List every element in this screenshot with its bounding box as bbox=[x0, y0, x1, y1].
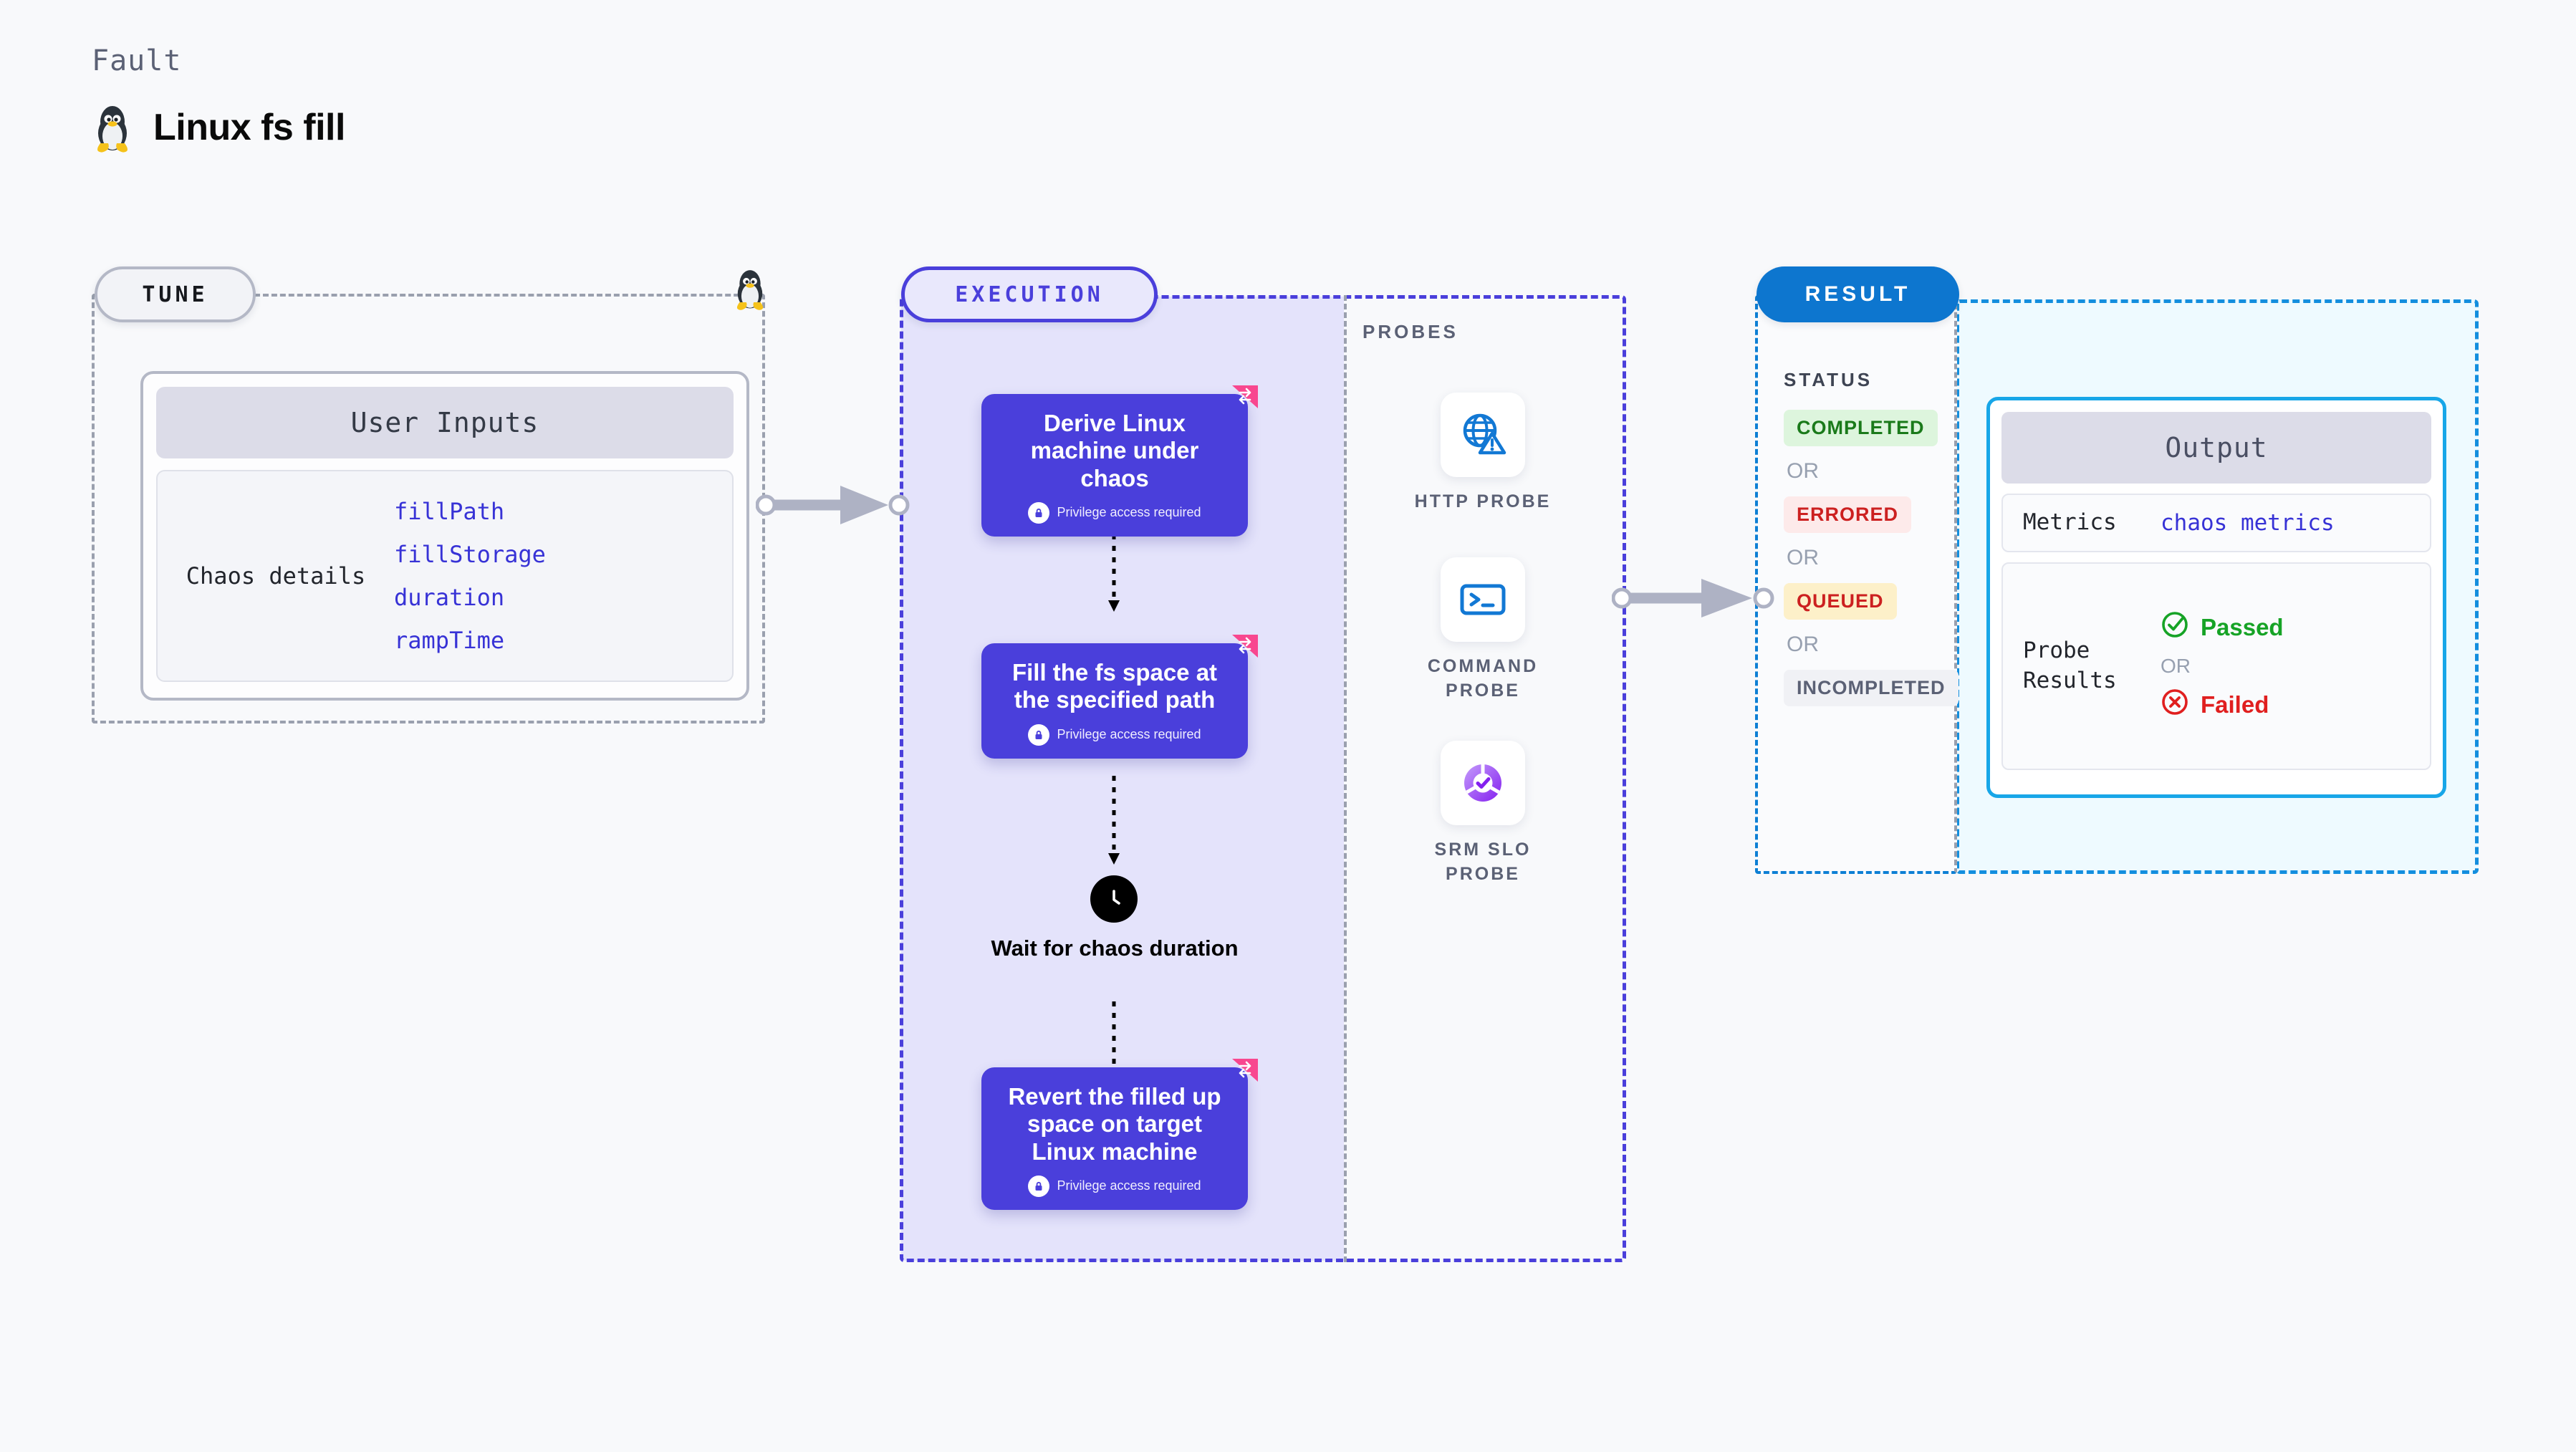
clock-icon bbox=[1090, 875, 1138, 923]
chaos-param-fillpath[interactable]: fillPath bbox=[394, 498, 505, 525]
status-or-label: OR bbox=[1787, 459, 1819, 483]
connector-tune-to-execution bbox=[756, 486, 910, 524]
output-metrics-value[interactable]: chaos metrics bbox=[2161, 509, 2335, 536]
harness-ribbon-icon bbox=[1231, 381, 1259, 413]
x-circle-icon bbox=[2161, 688, 2189, 722]
probe-result-or-label: OR bbox=[2161, 654, 2191, 677]
chaos-details-label: Chaos details bbox=[186, 562, 366, 590]
execution-step-card[interactable]: Derive Linux machine under chaos Privile… bbox=[981, 385, 1258, 537]
probe-item-http[interactable]: HTTP PROBE bbox=[1404, 393, 1562, 514]
output-header: Output bbox=[2001, 412, 2431, 484]
chaos-details-box: Chaos details fillPath fillStorage durat… bbox=[156, 470, 734, 682]
output-metrics-key: Metrics bbox=[2023, 509, 2117, 535]
probes-section-label: PROBES bbox=[1363, 321, 1458, 342]
probe-label: HTTP PROBE bbox=[1414, 491, 1552, 511]
status-or-label: OR bbox=[1787, 546, 1819, 569]
privilege-badge-label: Privilege access required bbox=[1057, 1178, 1201, 1193]
status-or-label: OR bbox=[1787, 633, 1819, 656]
privilege-badge: Privilege access required bbox=[994, 501, 1235, 524]
user-inputs-header: User Inputs bbox=[156, 387, 734, 458]
linux-penguin-icon bbox=[92, 102, 133, 153]
execution-step-card[interactable]: Fill the fs space at the specified path … bbox=[981, 635, 1258, 759]
status-badge-queued: QUEUED bbox=[1784, 583, 1897, 620]
probe-result-passed: Passed bbox=[2161, 610, 2284, 645]
output-probe-results-key: Probe Results bbox=[2023, 638, 2117, 693]
status-badge-incompleted: INCOMPLETED bbox=[1784, 670, 1959, 706]
linux-penguin-icon bbox=[732, 266, 768, 314]
result-pill[interactable]: RESULT bbox=[1756, 266, 1959, 322]
probe-label: SRM SLO PROBE bbox=[1434, 840, 1532, 884]
wait-step-label: Wait for chaos duration bbox=[991, 936, 1239, 961]
execution-pill[interactable]: EXECUTION bbox=[901, 266, 1158, 322]
execution-step-title: Derive Linux machine under chaos bbox=[1030, 410, 1199, 491]
flow-arrow bbox=[1108, 776, 1120, 865]
user-inputs-card: User Inputs Chaos details fillPath fillS… bbox=[140, 371, 749, 701]
chaos-param-fillstorage[interactable]: fillStorage bbox=[394, 541, 546, 568]
probe-label: COMMAND PROBE bbox=[1427, 656, 1539, 701]
output-probe-results-row: Probe Results Passed OR bbox=[2001, 562, 2431, 770]
page-title: Linux fs fill bbox=[153, 107, 345, 148]
lock-icon bbox=[1028, 723, 1050, 746]
execution-step-title: Revert the filled up space on target Lin… bbox=[1008, 1083, 1221, 1165]
flow-arrow bbox=[1108, 523, 1120, 612]
harness-ribbon-icon bbox=[1231, 1054, 1259, 1087]
probe-result-passed-label: Passed bbox=[2201, 613, 2284, 640]
harness-ribbon-icon bbox=[1231, 630, 1259, 663]
output-metrics-row: Metrics chaos metrics bbox=[2001, 494, 2431, 552]
chaos-params-list: fillPath fillStorage duration rampTime bbox=[394, 498, 546, 654]
lock-icon bbox=[1028, 501, 1050, 524]
probe-results-values: Passed OR Failed bbox=[2161, 610, 2284, 722]
privilege-badge: Privilege access required bbox=[994, 723, 1235, 746]
probe-result-failed: Failed bbox=[2161, 688, 2284, 722]
privilege-badge-label: Privilege access required bbox=[1057, 727, 1201, 742]
status-list: COMPLETED OR ERRORED OR QUEUED OR INCOMP… bbox=[1784, 410, 1959, 706]
connector-probes-to-result bbox=[1612, 579, 1774, 617]
check-circle-icon bbox=[2161, 610, 2189, 645]
lock-icon bbox=[1028, 1175, 1050, 1197]
probes-boundary bbox=[1344, 295, 1626, 1262]
output-card: Output Metrics chaos metrics Probe Resul… bbox=[1986, 397, 2446, 798]
fault-title-row: Linux fs fill bbox=[92, 102, 345, 153]
privilege-badge-label: Privilege access required bbox=[1057, 505, 1201, 520]
slo-donut-check-icon bbox=[1441, 741, 1525, 825]
status-badge-errored: ERRORED bbox=[1784, 496, 1912, 533]
probe-item-srm-slo[interactable]: SRM SLO PROBE bbox=[1404, 741, 1562, 887]
chaos-param-duration[interactable]: duration bbox=[394, 584, 505, 611]
chaos-param-ramptime[interactable]: rampTime bbox=[394, 627, 505, 654]
probe-result-failed-label: Failed bbox=[2201, 691, 2269, 718]
execution-boundary bbox=[900, 295, 1626, 1262]
privilege-badge: Privilege access required bbox=[994, 1175, 1235, 1197]
status-label: STATUS bbox=[1784, 369, 1873, 390]
globe-warning-icon bbox=[1441, 393, 1525, 477]
tune-pill[interactable]: TUNE bbox=[95, 266, 256, 322]
execution-step-title: Fill the fs space at the specified path bbox=[1011, 659, 1218, 713]
page-header: Fault Linux fs fill bbox=[92, 44, 345, 153]
fault-label: Fault bbox=[92, 44, 182, 77]
status-badge-completed: COMPLETED bbox=[1784, 410, 1938, 446]
terminal-icon bbox=[1441, 557, 1525, 642]
probe-item-command[interactable]: COMMAND PROBE bbox=[1404, 557, 1562, 703]
execution-step-card[interactable]: Revert the filled up space on target Lin… bbox=[981, 1059, 1258, 1210]
